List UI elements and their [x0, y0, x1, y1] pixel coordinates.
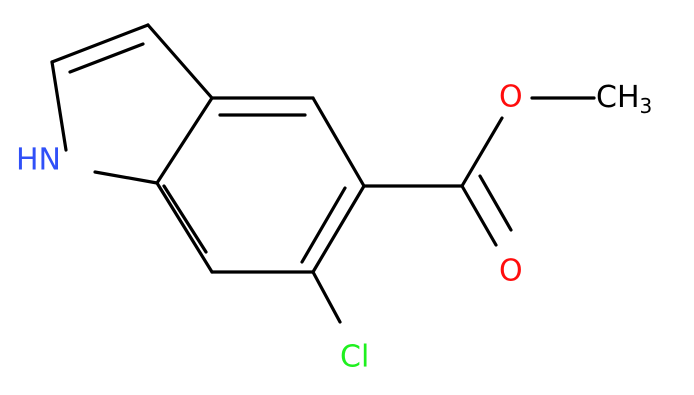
- bond-c7a-c3a: [155, 96, 214, 185]
- bond-n1-c7a: [93, 170, 159, 185]
- bond-c7-c7a-double: [162, 184, 208, 254]
- methyl-label-subscript: 3: [640, 94, 653, 118]
- carbonyl-oxygen-label: O: [499, 254, 523, 289]
- bond-c4-c5: [311, 96, 366, 188]
- bond-c7-c7a: [155, 181, 214, 274]
- chlorine-label: Cl: [340, 340, 369, 375]
- methyl-label-main: CH: [596, 80, 640, 115]
- bond-carbonyl-c-o-double: [478, 174, 513, 232]
- bond-carbonyl-c-o: [460, 184, 498, 247]
- ester-oxygen-label: O: [499, 80, 523, 115]
- bond-n1-c2: [50, 60, 68, 152]
- bond-c5-c6-double: [300, 186, 347, 264]
- nh-label: HN: [16, 143, 61, 178]
- bond-c6-cl: [311, 270, 342, 324]
- bond-c5-c6: [311, 184, 366, 274]
- methyl-label: CH3: [596, 80, 652, 118]
- bond-c2-c3: [50, 23, 150, 64]
- bond-c3-c3a: [146, 23, 214, 100]
- bond-c2-c3-double: [68, 42, 145, 74]
- bond-carbonyl-c-ester-o: [460, 116, 504, 188]
